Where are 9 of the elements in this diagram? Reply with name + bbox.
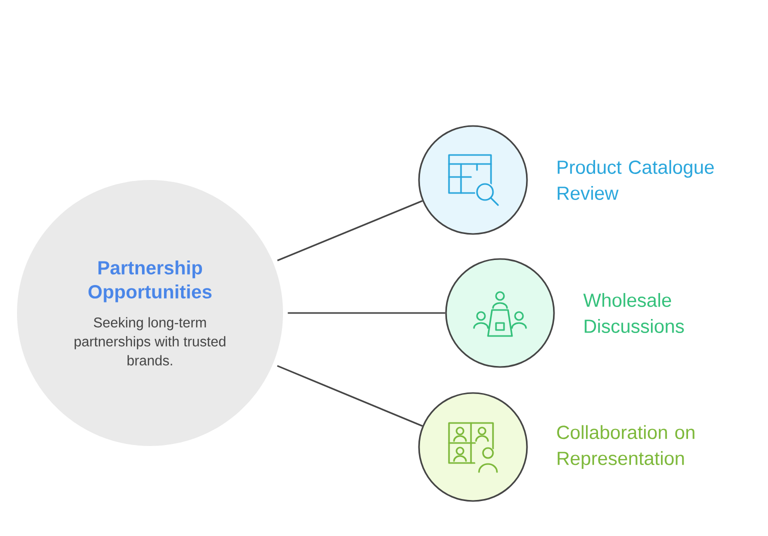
circle-node — [418, 392, 528, 502]
step-label: Wholesale Discussions — [583, 293, 684, 333]
circle-node — [418, 125, 528, 235]
step-label: Collaboration on Representation — [557, 425, 694, 469]
connector-line — [276, 365, 423, 427]
connector-line — [277, 200, 423, 262]
step-label: Product Catalogue Review — [558, 160, 714, 200]
circle-node — [445, 258, 555, 368]
connector-line — [288, 312, 446, 314]
